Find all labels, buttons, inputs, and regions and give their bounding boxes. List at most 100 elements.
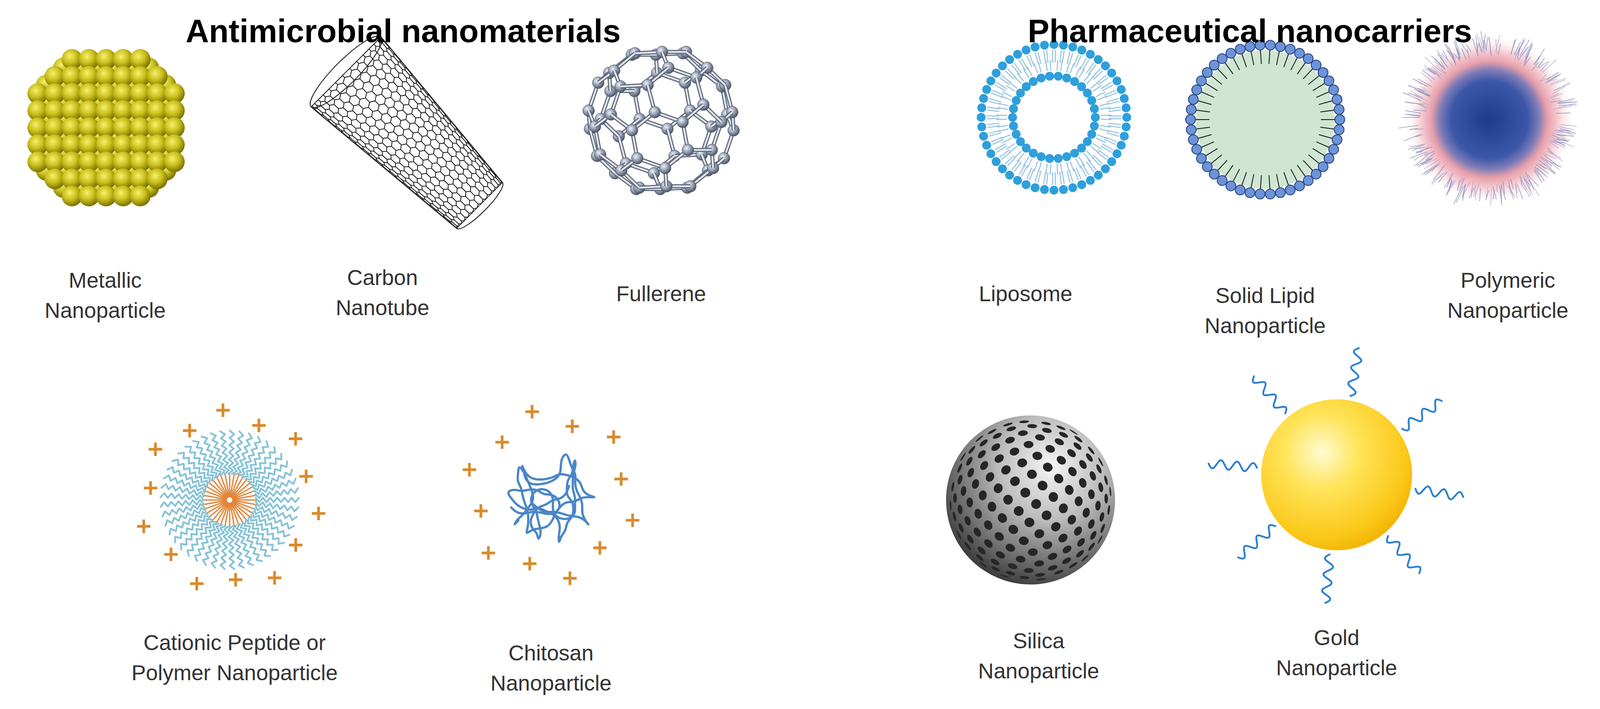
polymeric-nanoparticle-art [1558,102,1577,108]
silica-nanoparticle-art [1084,452,1094,463]
solid-lipid-nanoparticle-art [1320,127,1335,129]
polymeric-nanoparticle-art [1534,48,1545,66]
polymeric-nanoparticle-art [1424,165,1437,174]
liposome-art [1051,172,1054,185]
cationic-nanoparticle-art [220,525,230,569]
liposome-art [994,143,1006,150]
item-label: Silica Nanoparticle [966,625,1111,686]
item-label: Liposome [935,278,1116,309]
liposome-art [979,131,989,141]
cationic-nanoparticle-art [148,442,163,456]
solid-lipid-nanoparticle-art [1191,144,1202,155]
silica-nanoparticle-art [1069,428,1079,436]
item-label: Metallic Nanoparticle [31,265,180,326]
silica-nanoparticle-art [989,557,1001,567]
silica-nanoparticle-art [983,470,996,484]
carbon-nanotube-art [302,28,520,246]
silica-nanoparticle-art [992,452,1006,465]
solid-lipid-nanoparticle-art [1195,119,1210,120]
silica-nanoparticle-art [999,573,1010,578]
liposome-art [991,157,1001,167]
polymeric-nanoparticle-art [1440,60,1446,70]
solid-lipid-nanoparticle-art [1332,134,1343,145]
silica-nanoparticle-art [1088,470,1098,482]
polymeric-nanoparticle-art [1462,181,1471,199]
polymeric-nanoparticle-art [1415,134,1423,138]
silica-nanoparticle-art [990,441,1002,453]
solid-lipid-nanoparticle-art [1303,68,1313,80]
silica-nanoparticle-art [1066,513,1078,526]
silica-nanoparticle-art [1066,465,1079,478]
fullerene-art [631,152,644,165]
liposome-art [1038,162,1042,173]
liposome-art [1034,161,1038,172]
silica-nanoparticle-art [1008,446,1021,457]
solid-lipid-nanoparticle-art [1196,153,1207,164]
silica-nanoparticle-art [1075,548,1086,559]
solid-lipid-nanoparticle-art [1275,187,1286,198]
silica-nanoparticle-art [1088,529,1098,541]
polymeric-nanoparticle-art [1546,150,1561,159]
cationic-nanoparticle-art [299,469,313,484]
silica-nanoparticle-art [995,511,1009,525]
silica-nanoparticle-art [1006,522,1020,536]
silica-nanoparticle-art [1007,562,1018,570]
silica-nanoparticle-art [956,474,964,485]
polymeric-nanoparticle-art [1453,53,1460,60]
silica-nanoparticle-art [1018,419,1029,423]
cationic-nanoparticle-art [311,506,326,520]
chitosan-nanoparticle-art [514,454,595,533]
solid-lipid-nanoparticle-art [1328,84,1339,95]
cationic-nanoparticle-art [248,453,282,483]
cationic-nanoparticle-art [240,522,263,561]
polymeric-nanoparticle-art [1545,159,1562,167]
solid-lipid-nanoparticle-art [1226,180,1236,191]
solid-lipid-nanoparticle-art [1297,62,1306,74]
gold-nanoparticle-art [1208,347,1464,603]
silica-nanoparticle-art [978,560,988,569]
polymeric-nanoparticle-art [1479,187,1481,201]
silica-nanoparticle-art [999,463,1013,477]
nanomaterial-item: Solid Lipid Nanoparticle [1175,38,1356,341]
carbon-nanotube-art [311,36,515,241]
liposome-art [976,40,1132,195]
silica-nanoparticle-art [976,448,987,460]
solid-lipid-nanoparticle-art [1201,91,1214,98]
silica-nanoparticle-art [957,522,965,534]
polymeric-nanoparticle-art [1483,39,1485,54]
silica-nanoparticle-art [994,549,1007,560]
silica-nanoparticle-art [970,478,981,490]
nanomaterial-item: Carbon Nanotube [279,26,486,323]
liposome-art [1000,96,1011,101]
liposome-art [999,149,1010,158]
liposome-art [1102,143,1114,150]
chitosan-nanoparticle-art [495,435,509,449]
solid-lipid-nanoparticle-art [1320,110,1335,112]
liposome-art [1100,145,1112,153]
silica-nanoparticle-art [949,499,952,510]
category-group: Antimicrobial nanomaterialsMetallic Nano… [0,0,800,709]
liposome-art [1046,171,1049,185]
silica-nanoparticle-art [1097,481,1104,493]
liposome-art [1119,93,1129,103]
liposome-art [996,145,1008,153]
liposome-art [996,82,1008,89]
polymeric-nanoparticle-art [1405,110,1422,114]
liposome-art [1070,63,1074,74]
liposome-art [1062,73,1072,83]
liposome-art [1002,137,1013,143]
silica-nanoparticle-art [973,507,983,520]
solid-lipid-nanoparticle-art [1268,49,1270,64]
silica-nanoparticle-art [1023,440,1034,449]
liposome-art [1075,55,1081,68]
polymeric-nanoparticle-art [1490,188,1492,206]
silica-nanoparticle-art [967,444,977,455]
silica-nanoparticle-art [992,481,1005,494]
carbon-nanotube-art [475,201,482,208]
polymeric-nanoparticle-art [1551,100,1562,103]
solid-lipid-nanoparticle-art [1185,40,1345,199]
chitosan-nanoparticle-art [626,513,640,527]
liposome-art [1026,167,1032,180]
fullerene-art [676,115,689,128]
